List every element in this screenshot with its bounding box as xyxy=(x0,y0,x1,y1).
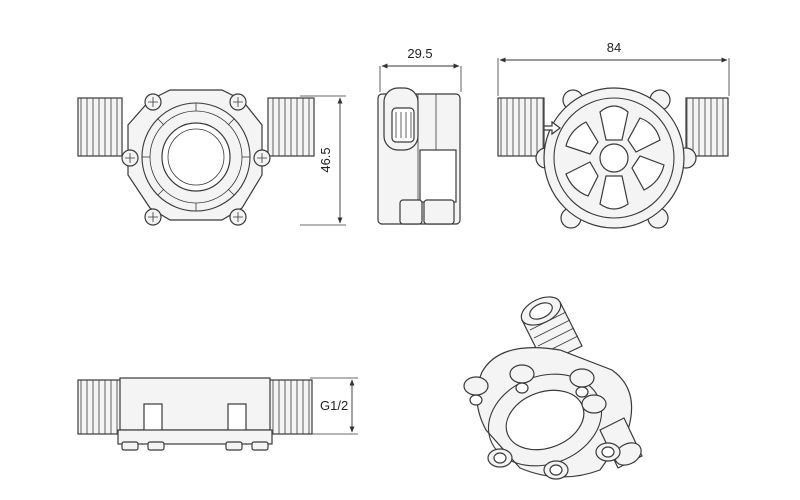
edge-view: 29.5 xyxy=(377,46,462,225)
front-view: 46.5 xyxy=(77,89,346,226)
bottom-body xyxy=(119,377,271,431)
bottom-view: G1/2 xyxy=(77,377,358,451)
thread-dimension-label: G1/2 xyxy=(320,398,348,413)
length-dimension-label: 84 xyxy=(607,40,621,55)
screw-icon xyxy=(121,93,271,226)
impeller-blades xyxy=(565,105,665,210)
center-bore xyxy=(161,122,231,192)
width-dimension-label: 29.5 xyxy=(407,46,432,61)
flow-arrow-icon xyxy=(543,120,561,136)
isometric-view xyxy=(463,296,643,480)
height-dimension-label: 46.5 xyxy=(318,147,333,172)
impeller-view: 84 xyxy=(497,40,730,229)
impeller-hub xyxy=(599,143,629,173)
isometric-screws xyxy=(463,364,621,480)
